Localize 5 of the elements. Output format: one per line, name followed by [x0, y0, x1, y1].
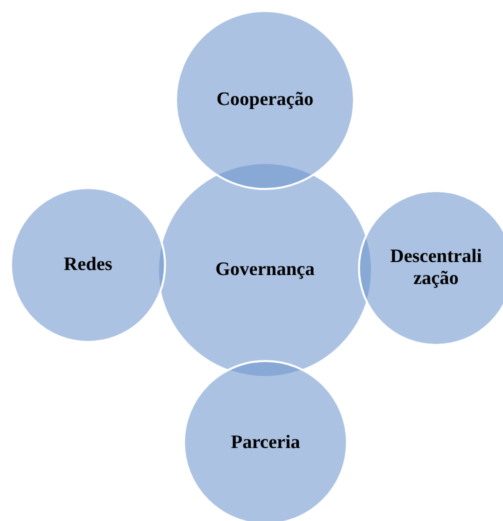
- node-label: Redes: [64, 254, 112, 276]
- node-label: Parceria: [230, 432, 300, 454]
- node-label: Cooperação: [216, 89, 314, 111]
- node-label: Governança: [215, 259, 315, 281]
- node-label: Descentralização: [389, 246, 483, 290]
